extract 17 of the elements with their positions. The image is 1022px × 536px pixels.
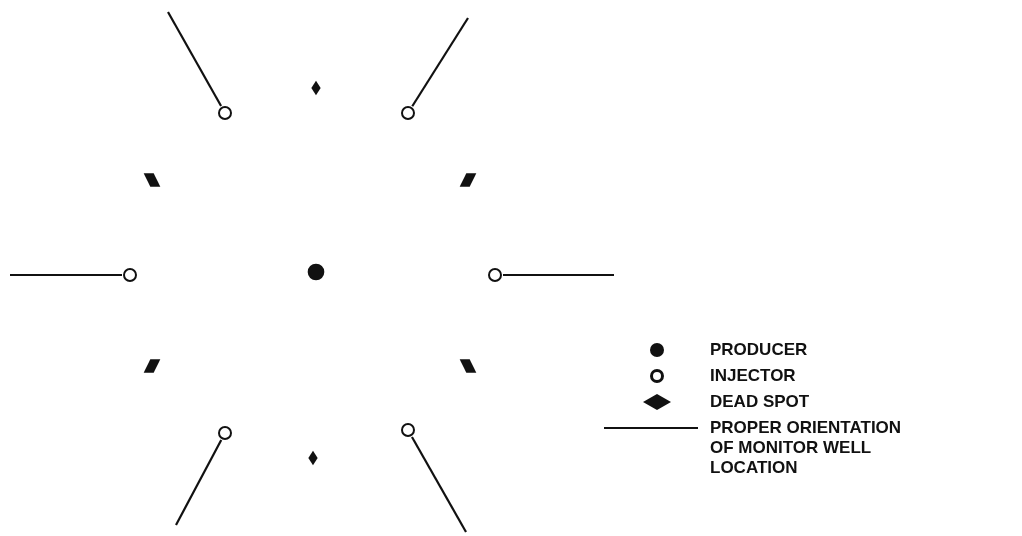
- legend-label: INJECTOR: [710, 366, 797, 386]
- producer-dot: [306, 262, 326, 282]
- monitor-well-line: [411, 436, 467, 533]
- injector-circle: [400, 105, 416, 121]
- legend-label: DEAD SPOT: [710, 392, 811, 412]
- monitor-well-line: [411, 17, 469, 107]
- injector-circle: [400, 422, 416, 438]
- legend-label: PROPER ORIENTATION OF MONITOR WELL LOCATION: [710, 418, 903, 478]
- legend-label: PRODUCER: [710, 340, 809, 360]
- injector-circle: [217, 425, 233, 441]
- monitor-well-line: [175, 439, 223, 526]
- monitor-well-line: [10, 273, 122, 277]
- injector-circle: [487, 267, 503, 283]
- monitor-well-line: [503, 273, 614, 277]
- injector-circle: [217, 105, 233, 121]
- injector-circle: [122, 267, 138, 283]
- monitor-well-line: [167, 11, 223, 107]
